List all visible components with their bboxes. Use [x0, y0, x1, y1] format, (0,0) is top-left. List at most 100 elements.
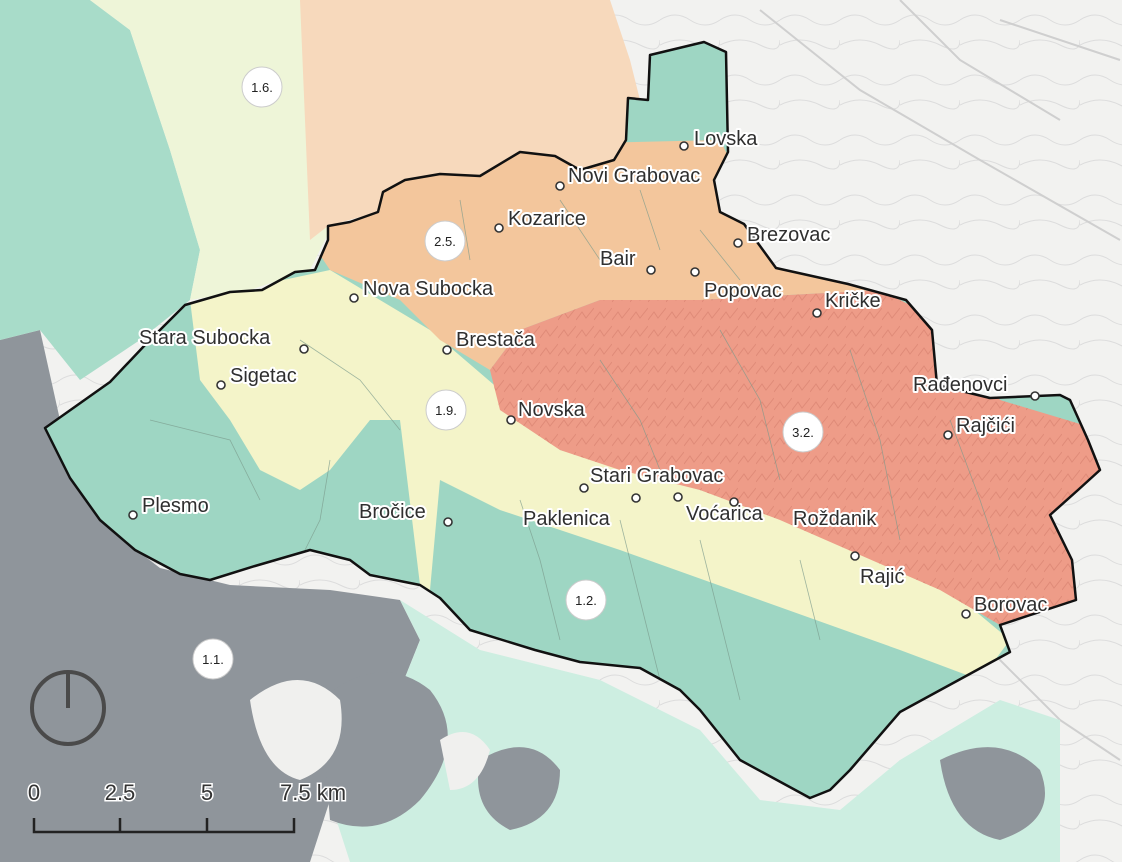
place-radenovci[interactable]: Rađenovci	[911, 372, 1040, 401]
zone-badge-label: 1.2.	[575, 593, 597, 608]
place-marker-dot[interactable]	[961, 609, 971, 619]
place-label: Stara Subocka	[139, 327, 271, 349]
place-marker-dot[interactable]	[349, 293, 359, 303]
zone-1-2-lightwash	[0, 0, 200, 380]
road-network	[759, 0, 1121, 761]
zone-badge-circle	[192, 638, 234, 680]
scale-bar-tick-label: 2.5	[105, 780, 136, 805]
place-label: Kozarice	[508, 208, 586, 230]
place-marker-dot[interactable]	[128, 510, 138, 520]
zone-badge-circle	[424, 220, 466, 262]
place-marker-dot[interactable]	[494, 223, 504, 233]
zone-badge-label: 3.2.	[792, 425, 814, 440]
zone-badge-label: 1.6.	[251, 80, 273, 95]
municipality-boundary	[43, 40, 1102, 800]
place-label: Bair	[600, 248, 636, 270]
scale-bar: 0 2.5 5 7.5 km	[26, 779, 348, 834]
place-label: Paklenica	[523, 508, 611, 530]
settlement-boundaries	[149, 189, 1001, 701]
place-label: Sigetac	[230, 365, 297, 387]
place-marker-dot[interactable]	[555, 181, 565, 191]
place-marker-dot[interactable]	[299, 344, 309, 354]
zone-badge-circle	[565, 579, 607, 621]
place-label: Plesmo	[142, 495, 209, 517]
place-kricke[interactable]: Kričke	[812, 288, 883, 318]
place-marker-dot[interactable]	[506, 415, 516, 425]
scale-bar-tick-label: 5	[201, 780, 213, 805]
place-lovska[interactable]: Lovska	[679, 126, 760, 152]
place-label: Bročice	[359, 501, 426, 523]
zone-badge-label: 1.1.	[202, 652, 224, 667]
place-marker-dot[interactable]	[943, 430, 953, 440]
place-marker-dot[interactable]	[442, 345, 452, 355]
place-label: Rađenovci	[913, 374, 1008, 396]
zone-badge-label: 1.9.	[435, 403, 457, 418]
zone-badge-1-1: 1.1.	[192, 638, 234, 680]
scale-bar-tick-label: 7.5 km	[280, 780, 346, 805]
zone-badge-1-6: 1.6.	[241, 66, 283, 108]
place-marker-dot[interactable]	[812, 308, 822, 318]
place-marker-dot[interactable]	[673, 492, 683, 502]
place-marker-dot[interactable]	[216, 380, 226, 390]
place-kozarice[interactable]: Kozarice	[494, 206, 588, 233]
zone-badge-2-5: 2.5.	[424, 220, 466, 262]
place-brezovac[interactable]: Brezovac	[733, 222, 832, 248]
place-paklenica[interactable]: Paklenica	[521, 493, 641, 532]
scale-bar-tick-label: 0	[28, 780, 40, 805]
white-relief-patches	[250, 680, 490, 790]
place-marker-dot[interactable]	[850, 551, 860, 561]
place-label: Novska	[518, 399, 586, 421]
hill-shapes	[320, 672, 1045, 840]
place-rajic[interactable]: Rajić	[850, 551, 906, 590]
place-label: Rajić	[860, 566, 904, 588]
place-label: Kričke	[825, 290, 881, 312]
place-brocice[interactable]: Bročice	[357, 499, 453, 527]
zone-badge-circle	[782, 411, 824, 453]
place-label: Brezovac	[747, 224, 830, 246]
place-label: Roždanik	[793, 508, 877, 530]
place-label: Nova Subocka	[363, 278, 494, 300]
place-rajcici[interactable]: Rajčići	[943, 413, 1017, 440]
place-borovac[interactable]: Borovac	[961, 592, 1049, 619]
place-brestaca[interactable]: Brestača	[442, 327, 538, 355]
place-marker-dot[interactable]	[733, 238, 743, 248]
place-stari-grabovac[interactable]: Stari Grabovac	[579, 463, 725, 493]
place-marker-dot[interactable]	[679, 141, 689, 151]
place-label: Novi Grabovac	[568, 165, 700, 187]
place-marker-dot[interactable]	[646, 265, 656, 275]
place-label: Borovac	[974, 594, 1047, 616]
place-bair[interactable]: Bair	[598, 246, 656, 275]
scale-bar-line	[32, 818, 296, 834]
place-novi-grabovac[interactable]: Novi Grabovac	[555, 163, 702, 191]
zone-badge-1-9: 1.9.	[425, 389, 467, 431]
place-label: Rajčići	[956, 415, 1015, 437]
north-arrow-icon	[30, 670, 106, 746]
place-nova-subocka[interactable]: Nova Subocka	[349, 276, 496, 303]
zone-badge-label: 2.5.	[434, 234, 456, 249]
place-label: Stari Grabovac	[590, 465, 723, 487]
place-marker-dot[interactable]	[1030, 391, 1040, 401]
place-marker-dot[interactable]	[631, 493, 641, 503]
place-label: Popovac	[704, 280, 782, 302]
place-sigetac[interactable]: Sigetac	[216, 363, 299, 390]
place-vocarica[interactable]: Voćarica	[673, 492, 766, 527]
place-marker-dot[interactable]	[690, 267, 700, 277]
place-marker-dot[interactable]	[729, 497, 739, 507]
zone-2-5-outer	[300, 0, 640, 240]
place-marker-dot[interactable]	[443, 517, 453, 527]
place-rozdanik[interactable]: Roždanik	[729, 497, 879, 532]
place-label: Lovska	[694, 128, 758, 150]
place-marker-dot[interactable]	[579, 483, 589, 493]
zone-badge-1-2: 1.2.	[565, 579, 607, 621]
place-plesmo[interactable]: Plesmo	[128, 493, 211, 520]
place-novska[interactable]: Novska	[506, 397, 588, 425]
place-stara-subocka[interactable]: Stara Subocka	[137, 325, 309, 354]
zone-badges: 1.6. 2.5. 1.9. 3.2. 1.2. 1.1.	[192, 66, 824, 680]
zone-badge-3-2: 3.2.	[782, 411, 824, 453]
place-popovac[interactable]: Popovac	[690, 267, 784, 304]
zone-badge-circle	[241, 66, 283, 108]
